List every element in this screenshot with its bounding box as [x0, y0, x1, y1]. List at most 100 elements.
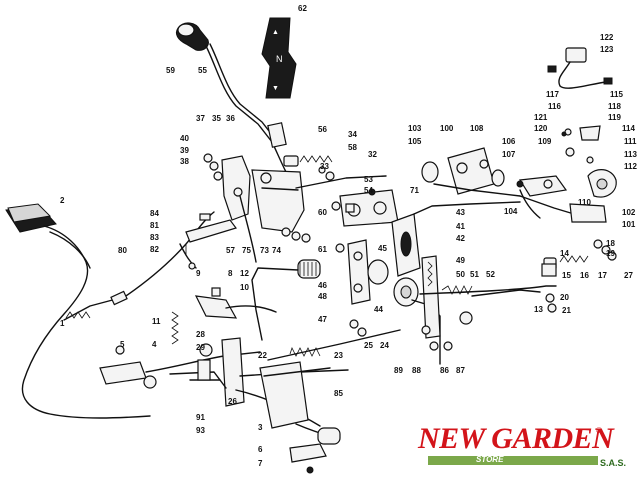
part-ref-61: 61: [318, 245, 327, 254]
part-ref-35: 35: [212, 114, 221, 123]
rod-23-85: [263, 329, 401, 377]
part-ref-26: 26: [228, 397, 237, 406]
part-ref-84: 84: [150, 209, 159, 218]
part-ref-117: 117: [546, 90, 559, 99]
part-ref-71: 71: [410, 186, 419, 195]
rod-12: [251, 259, 321, 341]
part-ref-47: 47: [318, 315, 327, 324]
part-ref-80: 80: [118, 246, 127, 255]
logo-sas-text: S.A.S.: [600, 458, 627, 468]
part-ref-123: 123: [600, 45, 614, 54]
part-ref-14: 14: [560, 249, 569, 258]
part-ref-119: 119: [608, 113, 621, 122]
part-ref-46: 46: [318, 281, 327, 290]
part-ref-12: 12: [240, 269, 249, 278]
rod-13: [419, 285, 557, 295]
svg-text:▼: ▼: [272, 85, 279, 92]
part-ref-53: 53: [364, 175, 373, 184]
part-ref-83: 83: [150, 233, 159, 242]
part-ref-50: 50: [456, 270, 465, 279]
part-ref-101: 101: [622, 220, 636, 229]
part-ref-11: 11: [152, 317, 161, 326]
tension-spring: [441, 285, 541, 325]
part-ref-54: 54: [364, 186, 373, 195]
part-ref-20: 20: [560, 293, 569, 302]
part-ref-40: 40: [180, 134, 189, 143]
part-ref-24: 24: [380, 341, 389, 350]
part-ref-118: 118: [608, 102, 621, 111]
hand-lever: [179, 219, 237, 270]
logo-store-text: STORE: [476, 455, 504, 464]
pulley-plate: [347, 201, 521, 365]
lever-110: [518, 175, 568, 219]
logo-brand-text: NEW GARDEN: [418, 422, 614, 455]
main-shaft-frame: [99, 337, 349, 474]
part-ref-107: 107: [502, 150, 516, 159]
part-ref-103: 103: [408, 124, 422, 133]
part-ref-91: 91: [196, 413, 205, 422]
part-ref-28: 28: [196, 330, 205, 339]
part-ref-111: 111: [624, 137, 637, 146]
part-ref-52: 52: [486, 270, 495, 279]
drawing: ▲ N ▼: [5, 17, 617, 474]
part-ref-114: 114: [622, 124, 635, 133]
part-ref-110: 110: [578, 198, 591, 207]
brake-pedal: [5, 203, 151, 419]
part-ref-75: 75: [242, 246, 251, 255]
brake-cable: [63, 211, 215, 321]
part-ref-43: 43: [456, 208, 465, 217]
part-ref-45: 45: [378, 244, 387, 253]
part-ref-25: 25: [364, 341, 373, 350]
part-ref-85: 85: [334, 389, 343, 398]
part-ref-82: 82: [150, 245, 159, 254]
part-ref-42: 42: [456, 234, 465, 243]
selector-rod: [295, 175, 399, 227]
part-ref-21: 21: [562, 306, 571, 315]
part-ref-27: 27: [624, 271, 633, 280]
svg-text:N: N: [276, 54, 283, 64]
part-ref-32: 32: [368, 150, 377, 159]
part-ref-2: 2: [60, 196, 65, 205]
part-ref-33: 33: [320, 162, 329, 171]
part-ref-74: 74: [272, 246, 281, 255]
part-ref-1: 1: [60, 319, 65, 328]
part-ref-106: 106: [502, 137, 516, 146]
part-ref-60: 60: [318, 208, 327, 217]
part-ref-38: 38: [180, 157, 189, 166]
part-ref-109: 109: [538, 137, 552, 146]
part-ref-56: 56: [318, 125, 327, 134]
part-ref-7: 7: [258, 459, 263, 468]
part-ref-23: 23: [334, 351, 343, 360]
part-ref-121: 121: [534, 113, 548, 122]
cam-plate: [587, 169, 617, 198]
part-ref-108: 108: [470, 124, 484, 133]
part-ref-115: 115: [610, 90, 623, 99]
part-ref-59: 59: [166, 66, 175, 75]
part-ref-36: 36: [226, 114, 235, 123]
part-ref-86: 86: [440, 366, 449, 375]
part-ref-41: 41: [456, 222, 465, 231]
small-parts: [564, 125, 601, 164]
hardware: [115, 131, 567, 355]
part-ref-6: 6: [258, 445, 263, 454]
part-ref-34: 34: [348, 130, 357, 139]
part-ref-16: 16: [580, 271, 589, 280]
part-ref-5: 5: [120, 340, 125, 349]
part-ref-73: 73: [260, 246, 269, 255]
part-ref-100: 100: [440, 124, 454, 133]
part-ref-113: 113: [624, 150, 637, 159]
part-ref-22: 22: [258, 351, 267, 360]
part-ref-87: 87: [456, 366, 465, 375]
spring-56: [283, 155, 333, 167]
part-ref-15: 15: [562, 271, 571, 280]
part-ref-4: 4: [152, 340, 157, 349]
part-ref-105: 105: [408, 137, 422, 146]
part-ref-48: 48: [318, 292, 327, 301]
part-ref-49: 49: [456, 256, 465, 265]
part-ref-57: 57: [226, 246, 235, 255]
part-ref-10: 10: [240, 283, 249, 292]
part-ref-81: 81: [150, 221, 159, 230]
svg-text:▲: ▲: [272, 29, 279, 36]
part-ref-51: 51: [470, 270, 479, 279]
